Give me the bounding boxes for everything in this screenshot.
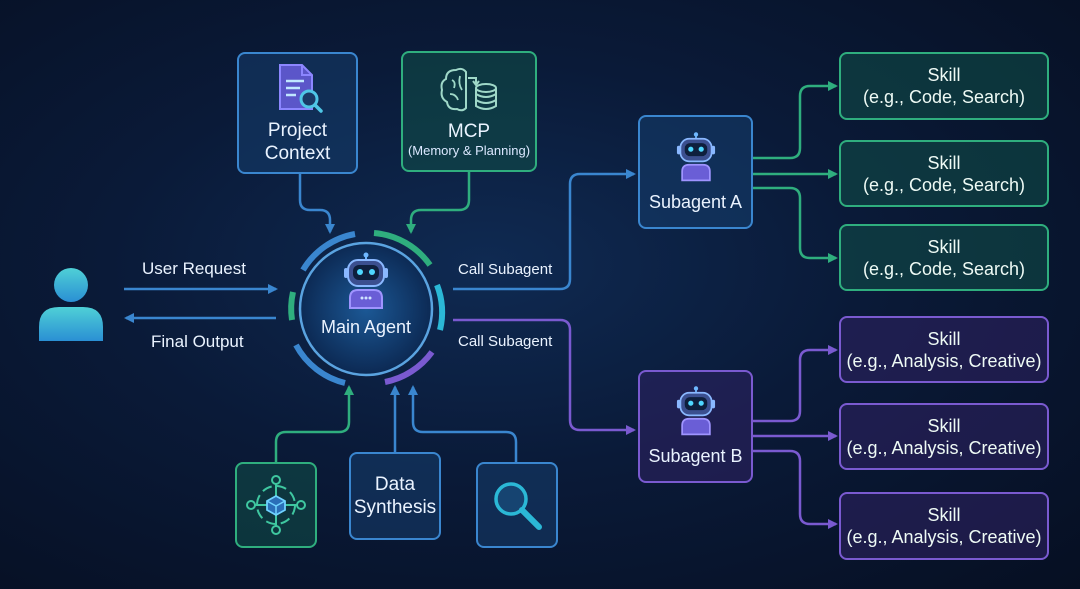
main-agent-label: Main Agent [320, 317, 412, 337]
main-agent[interactable]: Main Agent [306, 252, 426, 352]
network-link [274, 385, 354, 462]
skill-b2-title: Skill [927, 415, 961, 436]
skill-b3-title: Skill [927, 505, 961, 525]
call-subagent-a-link [453, 169, 636, 291]
project-context-box[interactable]: Project Context [237, 52, 358, 174]
robot-icon [676, 386, 715, 436]
skill-a1-title: Skill [927, 65, 961, 85]
skill-a3-title: Skill [927, 236, 961, 257]
data-synthesis-line2: Synthesis [353, 497, 437, 518]
skill-b1-link [752, 345, 838, 423]
project-context-line1: Project [267, 120, 328, 141]
robot-icon [676, 131, 715, 181]
subagent-a-box[interactable]: Subagent A [638, 115, 753, 229]
skill-b2-detail: (e.g., Analysis, Creative) [846, 437, 1042, 458]
skill-a2-box[interactable]: Skill (e.g., Code, Search) [839, 140, 1049, 207]
robot-icon [344, 252, 388, 309]
network-box[interactable] [235, 462, 317, 548]
skill-b1-box[interactable]: Skill (e.g., Analysis, Creative) [839, 316, 1049, 383]
skill-b1-detail: (e.g., Analysis, Creative) [846, 350, 1042, 371]
search-link [408, 385, 518, 462]
user-request-label: User Request [142, 259, 246, 278]
mcp-box[interactable]: MCP (Memory & Planning) [401, 51, 537, 172]
mcp-link [406, 172, 471, 234]
subagent-a-label: Subagent A [648, 191, 743, 212]
call-subagent-b-label: Call Subagent [458, 333, 553, 350]
skill-a1-link [752, 81, 838, 160]
call-subagent-b-link [453, 318, 636, 435]
skill-b2-box[interactable]: Skill (e.g., Analysis, Creative) [839, 403, 1049, 470]
skill-a3-box[interactable]: Skill (e.g., Code, Search) [839, 224, 1049, 291]
document-search-icon [278, 64, 323, 113]
mcp-title: MCP [447, 121, 491, 142]
project-context-link [298, 174, 335, 234]
skill-b3-link [752, 449, 838, 529]
search-box[interactable] [476, 462, 558, 548]
skill-a2-title: Skill [927, 152, 961, 173]
project-context-line2: Context [264, 143, 331, 164]
brain-database-icon [440, 67, 497, 112]
skill-b1-title: Skill [927, 328, 961, 349]
data-synthesis-box[interactable]: Data Synthesis [349, 452, 441, 540]
user-avatar-icon [39, 268, 103, 341]
skill-b3-detail: (e.g., Analysis, Creative) [846, 527, 1042, 547]
skill-a1-box[interactable]: Skill (e.g., Code, Search) [839, 52, 1049, 120]
final-output-label: Final Output [151, 332, 244, 351]
subagent-b-box[interactable]: Subagent B [638, 370, 753, 483]
magnifier-icon [494, 482, 542, 530]
skill-a3-link [752, 186, 838, 263]
subagent-b-label: Subagent B [648, 446, 743, 466]
data-synthesis-line1: Data [374, 474, 416, 495]
call-subagent-a-label: Call Subagent [458, 261, 553, 278]
mcp-subtitle: (Memory & Planning) [407, 143, 531, 158]
network-node-icon [246, 475, 306, 535]
skill-a3-detail: (e.g., Code, Search) [862, 258, 1026, 279]
skill-a1-detail: (e.g., Code, Search) [862, 87, 1026, 107]
skill-a2-detail: (e.g., Code, Search) [862, 174, 1026, 195]
skill-b3-box[interactable]: Skill (e.g., Analysis, Creative) [839, 492, 1049, 560]
